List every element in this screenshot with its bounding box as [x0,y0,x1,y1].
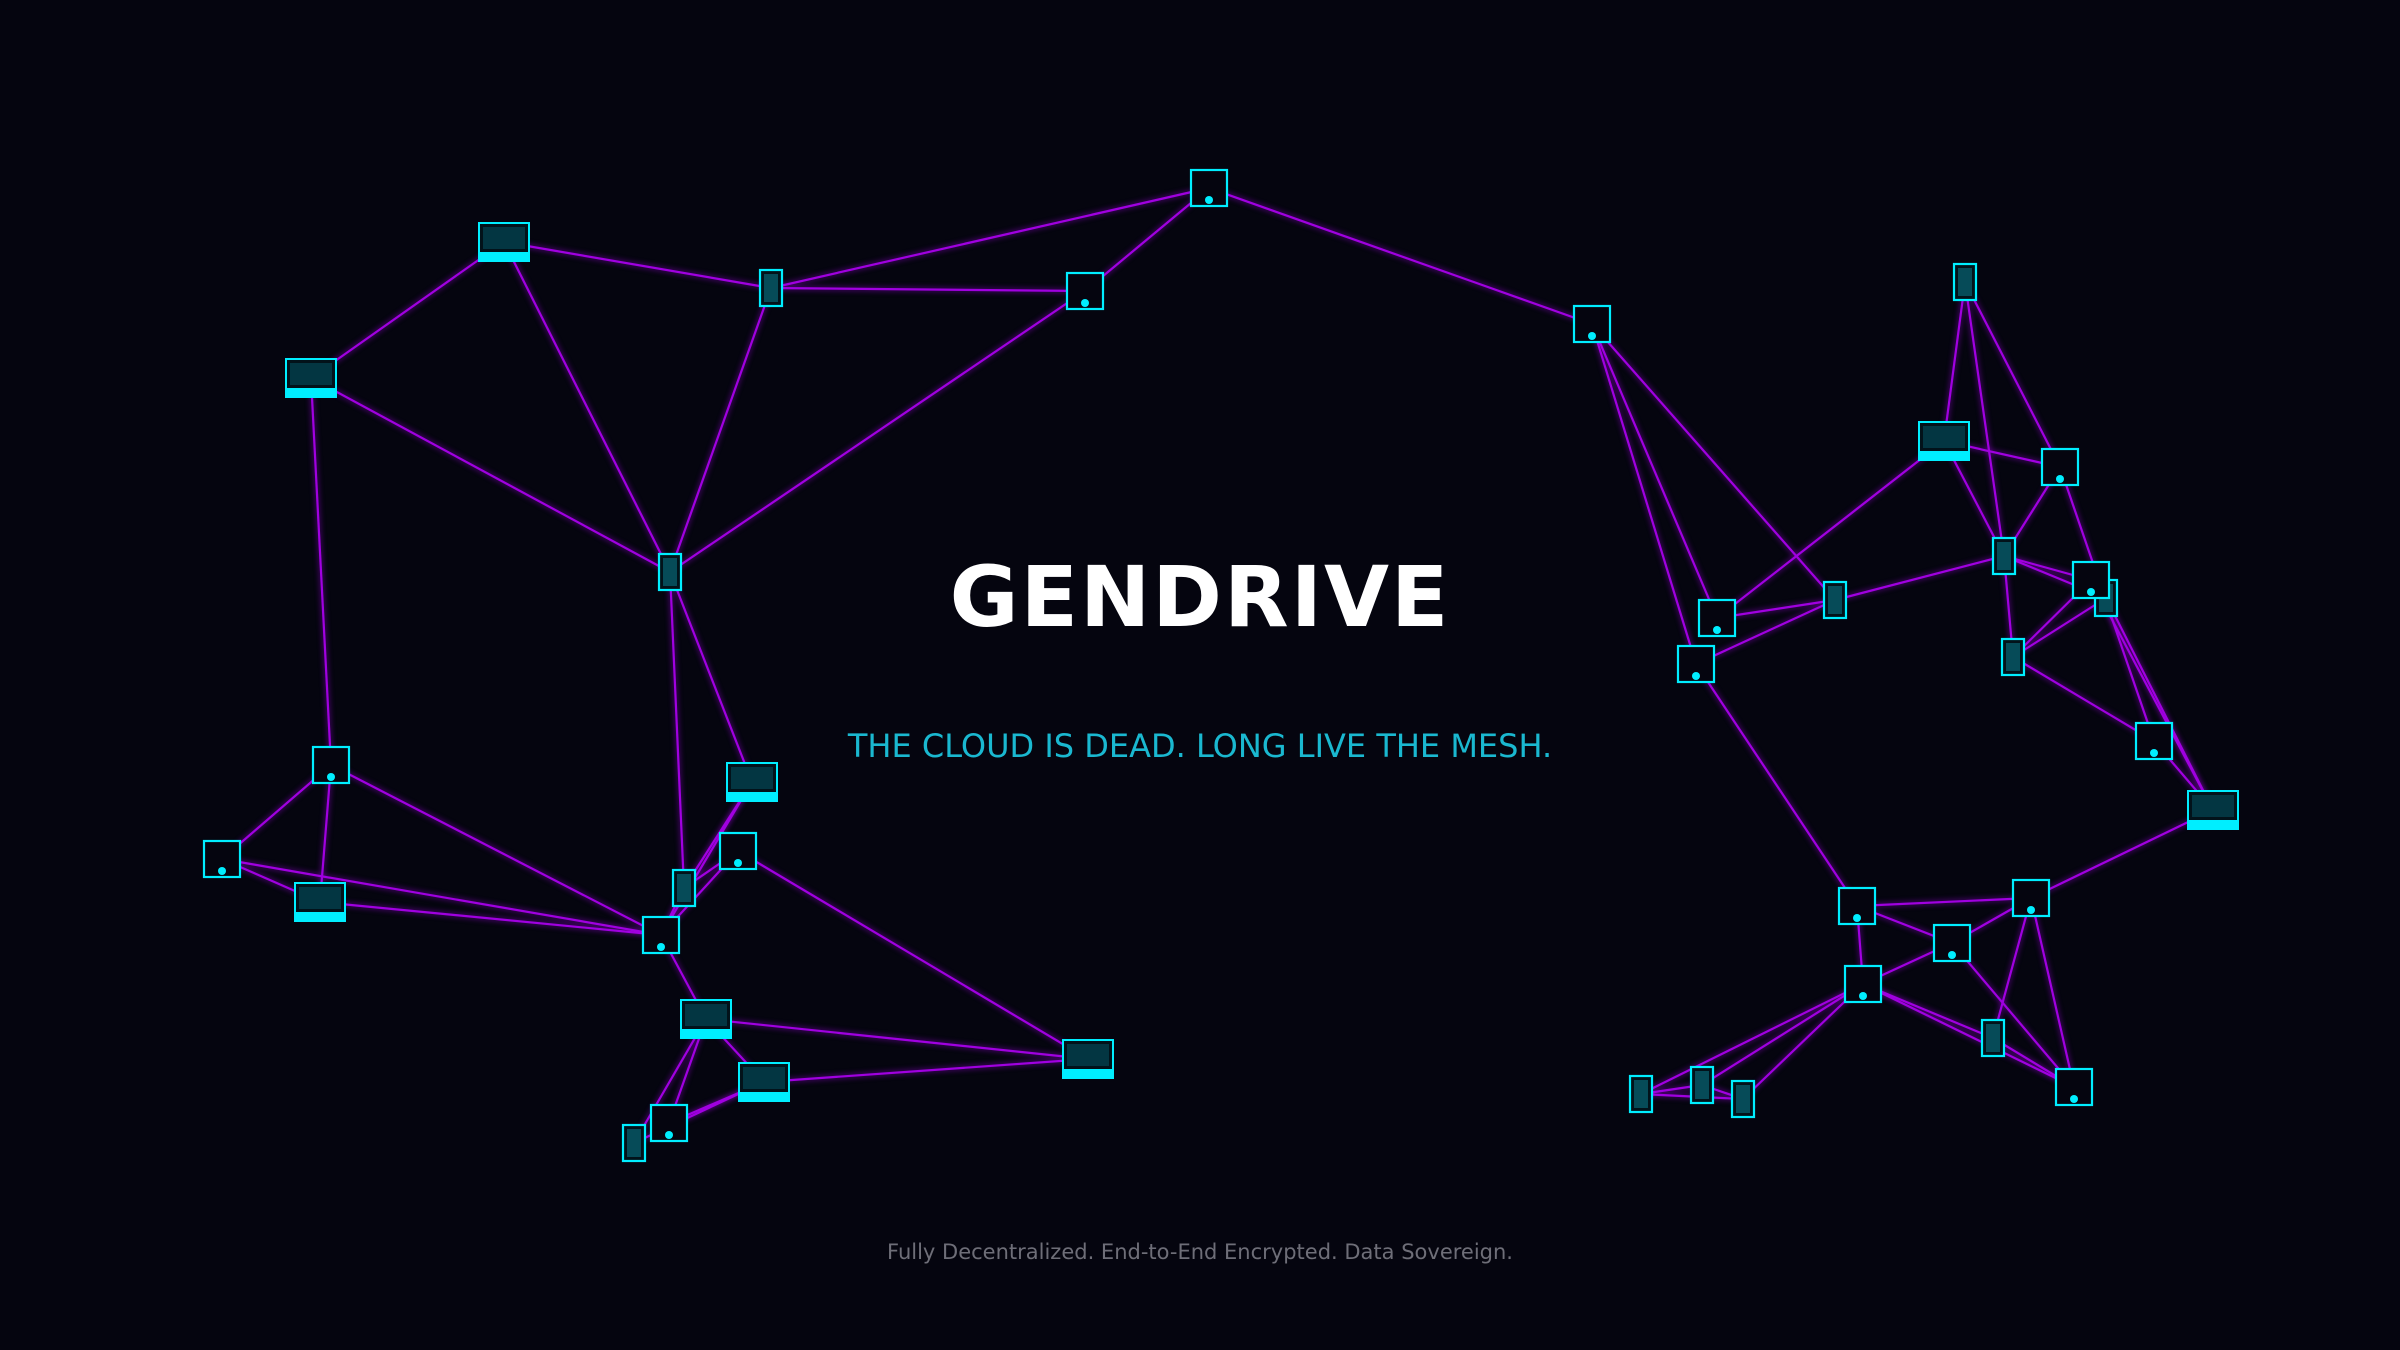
mesh-link [318,764,333,903]
mesh-link [763,1057,1089,1084]
hub-node-icon [1932,923,1972,963]
mesh-connections [221,186,2214,1144]
mesh-link [2029,897,2076,1088]
mesh-link [1964,281,2061,468]
mesh-link [1640,983,1864,1095]
hub-node-icon [1837,886,1877,926]
mesh-link [705,1017,1089,1061]
mesh-connection-glow [220,185,2216,1146]
mesh-link [1701,983,1864,1086]
phone-node-icon [1689,1065,1715,1105]
mesh-link [633,1018,707,1144]
brand-title: GENDRIVE [949,548,1451,646]
mesh-link [1963,281,2006,557]
mesh-link [330,764,662,936]
mesh-link [1590,323,1719,619]
hub-node-icon [641,915,681,955]
hub-node-icon [2040,447,2080,487]
hub-node-icon [2071,560,2111,600]
feature-footer: Fully Decentralized. End-to-End Encrypte… [887,1240,1513,1264]
phone-node-icon [1980,1018,2006,1058]
mesh-link [1951,942,2075,1088]
mesh-link [319,900,662,937]
mesh-link [503,241,671,573]
mesh-link [770,186,1210,290]
mesh-nodes [202,168,2239,1163]
hub-node-icon [1843,964,1883,1004]
hub-node-icon [1572,304,1612,344]
mesh-link [737,850,1089,1060]
mesh-link [668,287,773,573]
mesh-link [309,377,333,766]
hub-node-icon [718,831,758,871]
mesh-link [2030,809,2214,899]
hub-node-icon [202,839,242,879]
mesh-link [503,240,772,290]
laptop-node-icon [2187,790,2239,830]
mesh-link [668,571,686,889]
mesh-link [1590,323,1698,665]
mesh-link [1862,982,1994,1040]
mesh-link [2105,597,2214,811]
hub-node-icon [2134,721,2174,761]
mesh-link [1591,323,1836,601]
laptop-node-icon [680,999,732,1039]
phone-node-icon [621,1123,647,1163]
laptop-node-icon [285,358,337,398]
mesh-link [310,241,505,379]
mesh-link [1208,186,1593,326]
laptop-node-icon [738,1062,790,1102]
mesh-link [1742,983,1864,1100]
mesh-link [310,377,671,573]
laptop-node-icon [1062,1039,1114,1079]
mesh-link [1084,187,1210,292]
mesh-link [1716,440,1945,619]
laptop-node-icon [1918,421,1970,461]
mesh-link [2012,597,2107,658]
phone-node-icon [1822,580,1848,620]
mesh-link [2012,656,2155,742]
mesh-link [221,857,662,937]
hub-node-icon [2054,1067,2094,1107]
phone-node-icon [1991,536,2017,576]
mesh-link [668,571,754,783]
mesh-link [1862,983,2075,1088]
hub-node-icon [311,745,351,785]
hub-node-icon [1189,168,1229,208]
mesh-link [1834,554,2005,602]
mesh-link [1856,896,2032,908]
hub-node-icon [1065,271,1105,311]
mesh-link [1716,598,1836,620]
phone-node-icon [758,268,784,308]
mesh-link [770,286,1086,293]
mesh-link [669,290,1086,573]
phone-node-icon [657,552,683,592]
hub-node-icon [1676,644,1716,684]
mesh-link [1695,663,1858,907]
laptop-node-icon [726,762,778,802]
hub-node-icon [649,1103,689,1143]
mesh-link [1991,897,2033,1039]
phone-node-icon [1628,1074,1654,1114]
hub-node-icon [2011,878,2051,918]
phone-node-icon [2000,637,2026,677]
phone-node-icon [1952,262,1978,302]
laptop-node-icon [294,882,346,922]
mesh-link [1695,599,1836,665]
mesh-link [1942,281,1967,442]
hub-node-icon [1697,598,1737,638]
mesh-link [660,781,753,936]
laptop-node-icon [478,222,530,262]
phone-node-icon [1730,1079,1756,1119]
phone-node-icon [671,868,697,908]
brand-tagline: THE CLOUD IS DEAD. LONG LIVE THE MESH. [847,727,1553,765]
